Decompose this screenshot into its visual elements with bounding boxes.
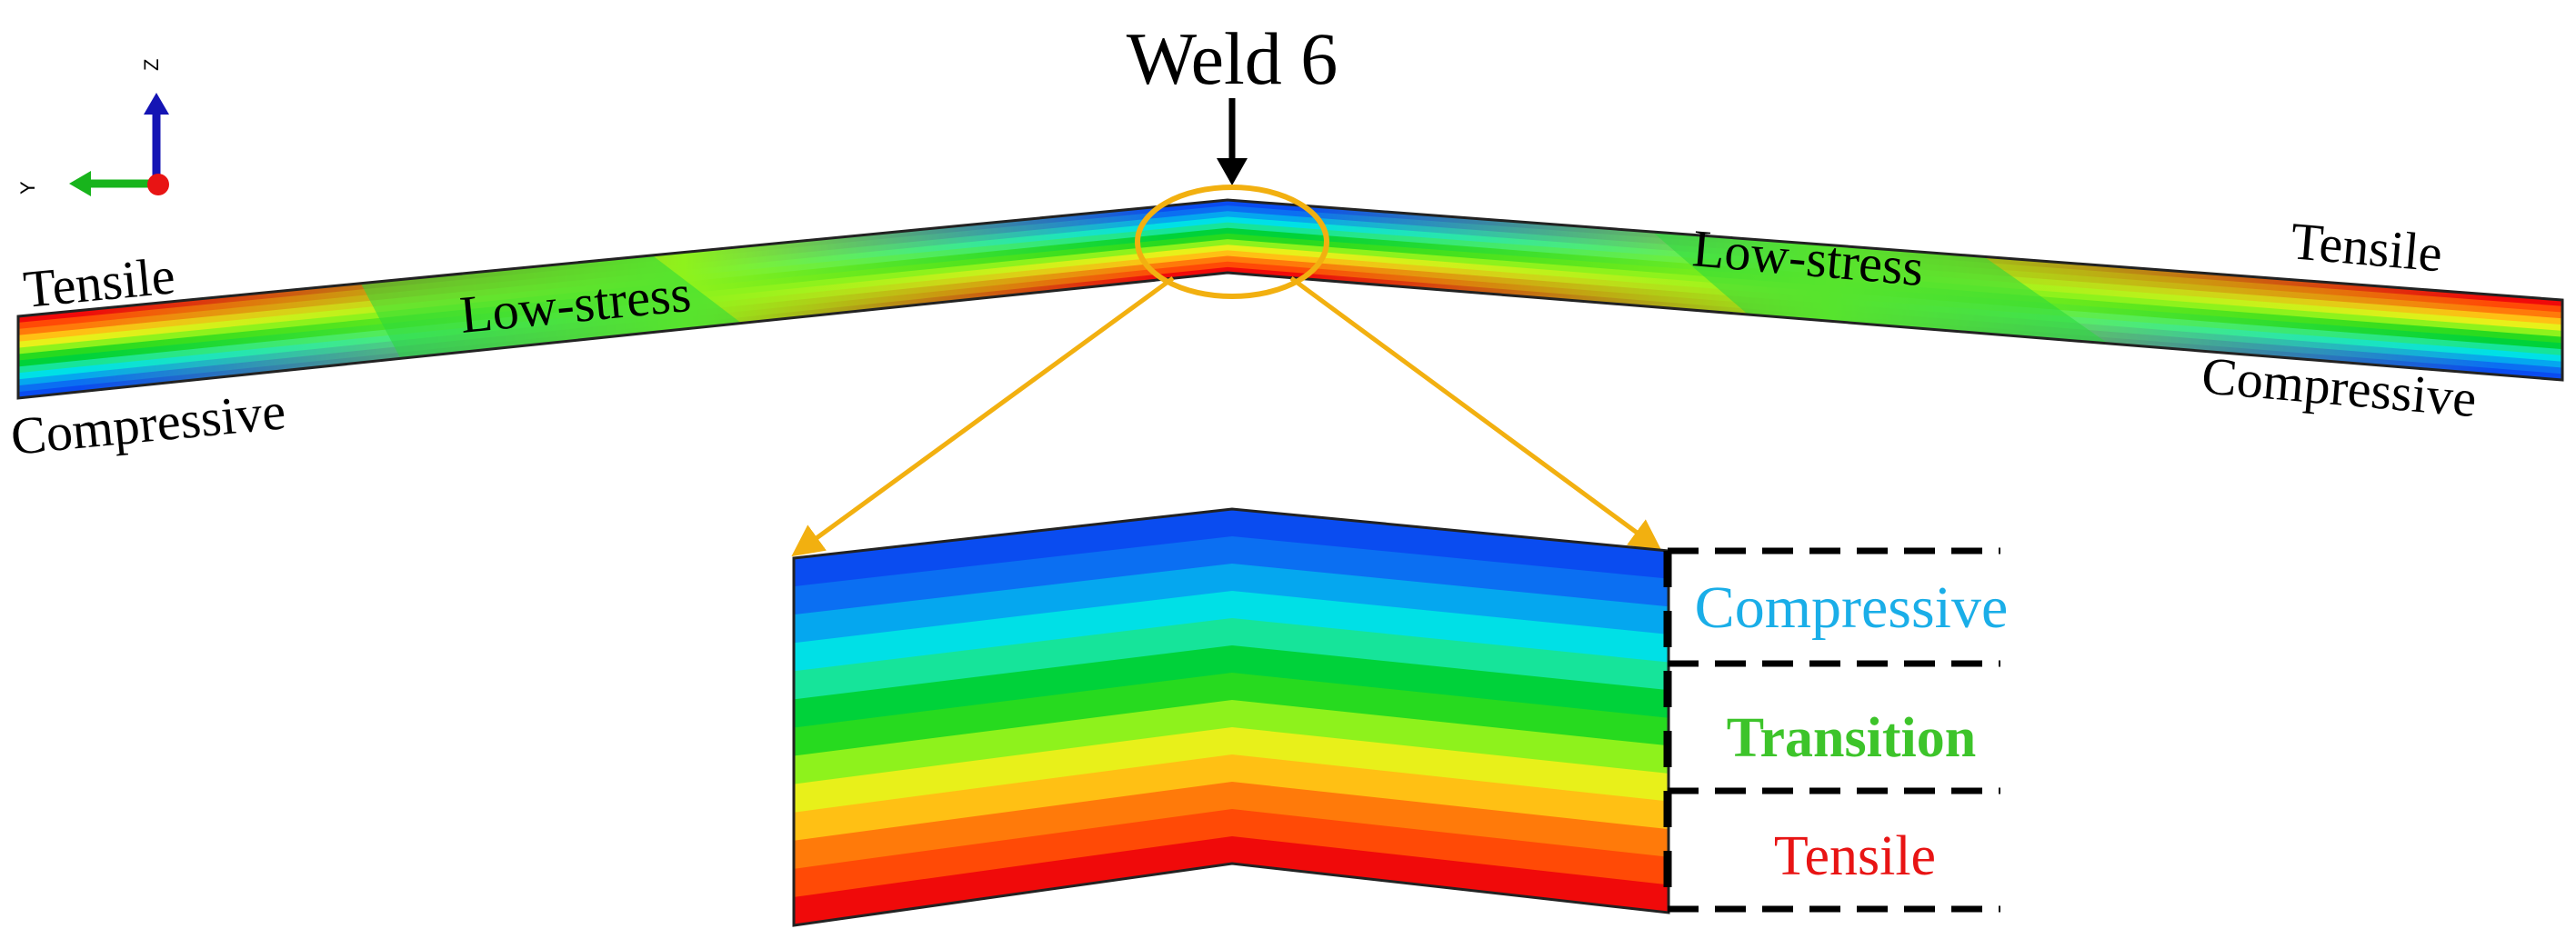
weld-title: Weld 6 xyxy=(1127,17,1338,100)
label-tensile-left: Tensile xyxy=(21,245,177,319)
zoom-band-10 xyxy=(794,782,1669,870)
zoom-detail-outline xyxy=(792,507,1670,927)
zoom-band-11 xyxy=(794,809,1669,898)
zoom-band-3 xyxy=(794,591,1669,673)
zoom-band-9 xyxy=(794,754,1669,842)
zoom-band-0 xyxy=(794,509,1669,588)
y-axis-label: Y xyxy=(16,181,39,195)
x-axis-dot xyxy=(147,174,169,195)
zoom-band-2 xyxy=(794,564,1669,644)
zoom-band-6 xyxy=(794,673,1669,757)
zoom-band-8 xyxy=(794,727,1669,814)
label-tensile-right: Tensile xyxy=(2289,211,2445,283)
legend-tensile: Tensile xyxy=(1774,825,1936,887)
plate-stress-contour xyxy=(18,200,2562,398)
zoom-band-12 xyxy=(794,836,1669,925)
coordinate-triad: Z Y xyxy=(16,59,169,196)
zoom-ellipse xyxy=(1135,185,1329,299)
legend-transition: Transition xyxy=(1727,707,1976,769)
y-axis-arrowhead xyxy=(69,171,91,196)
zoom-band-4 xyxy=(794,618,1669,701)
z-axis-arrowhead xyxy=(144,93,169,115)
z-axis-label: Z xyxy=(140,59,163,71)
weld-arrow-head xyxy=(1217,158,1248,185)
zoom-leader-left xyxy=(791,275,1175,557)
zoom-band-7 xyxy=(794,700,1669,785)
zoom-band-5 xyxy=(794,645,1669,729)
low-stress-zone-right xyxy=(1637,218,2137,364)
zoom-band-1 xyxy=(794,536,1669,616)
zoom-legend: Compressive Transition Tensile xyxy=(1663,547,2009,913)
legend-compressive: Compressive xyxy=(1695,574,2009,641)
zoom-detail-contour xyxy=(794,509,1669,925)
plate-outline xyxy=(16,198,2564,400)
zoom-leader-right xyxy=(1289,275,1662,552)
